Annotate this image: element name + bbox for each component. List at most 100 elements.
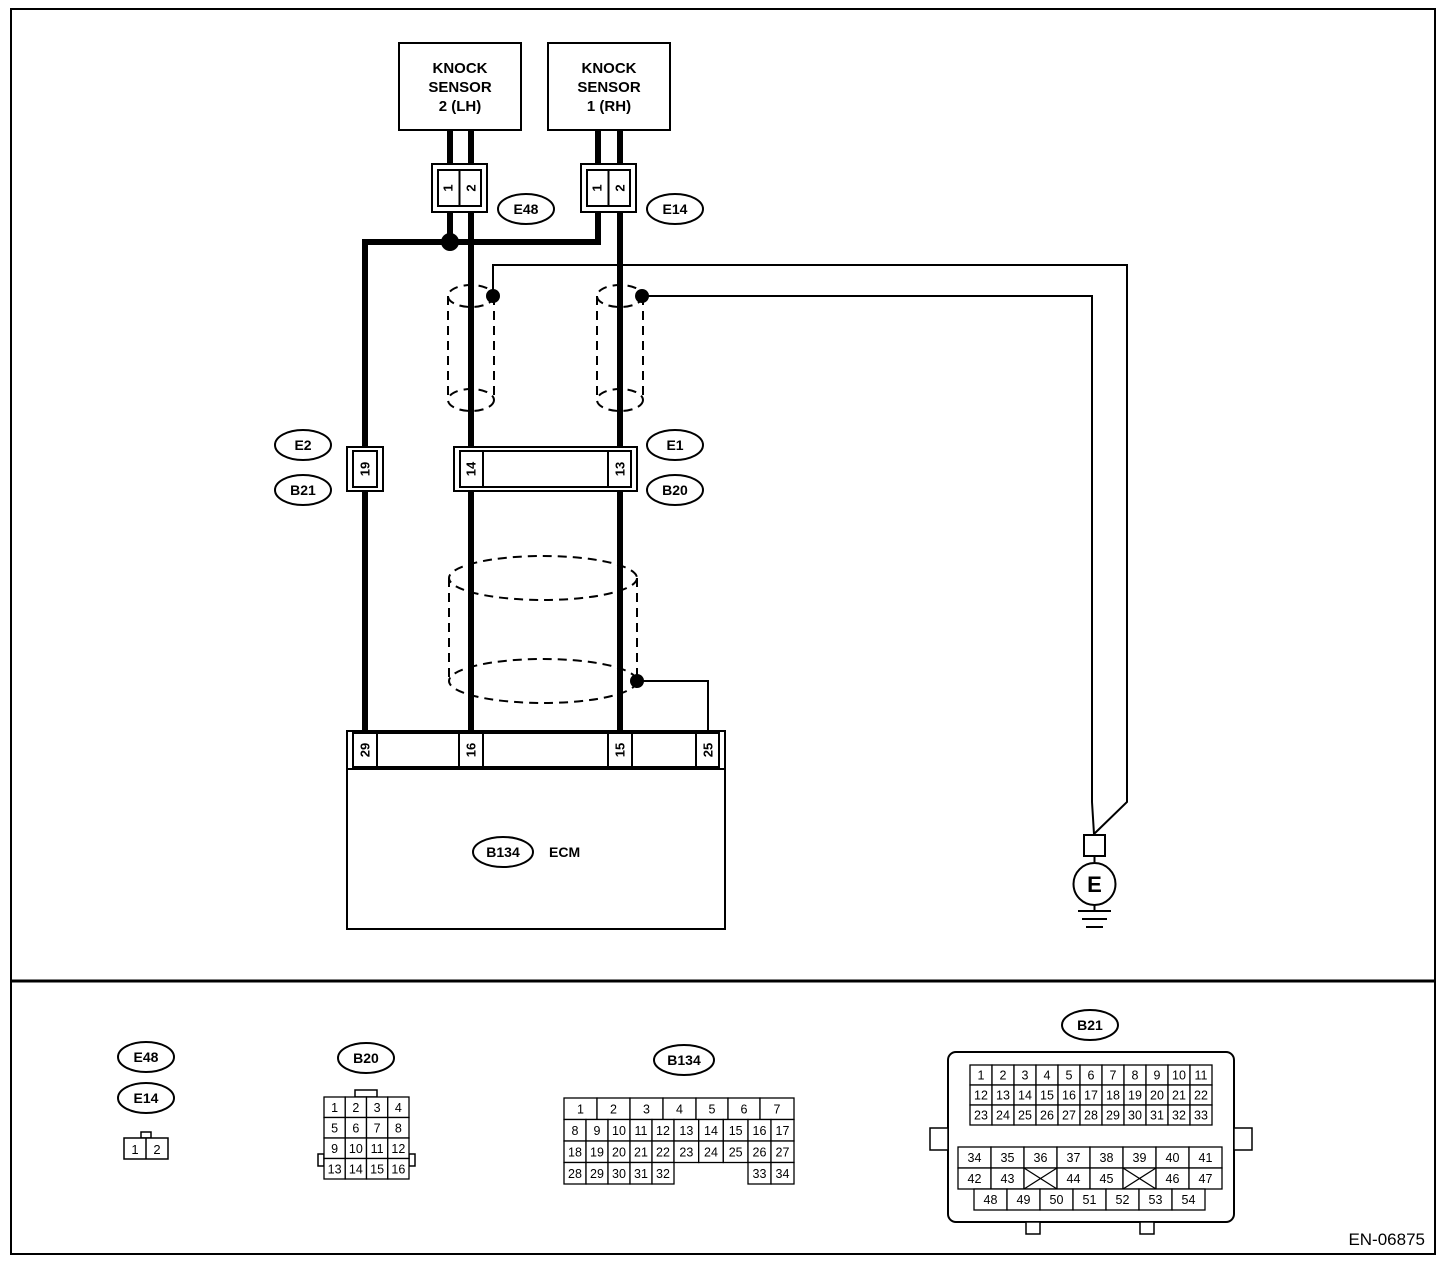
- b134-pin-5: 5: [709, 1102, 716, 1116]
- b21-pin-1: 1: [978, 1069, 985, 1083]
- b21-pin-12: 12: [974, 1089, 988, 1103]
- b21-pin-33-cell: [1189, 1104, 1213, 1126]
- b21-pin-33: 33: [1194, 1109, 1208, 1123]
- knock-sensor-2-line3: 2 (LH): [439, 98, 482, 115]
- tag-e1: E1: [646, 429, 704, 461]
- view-e48-label: E48: [134, 1049, 159, 1065]
- b20-pin-14: 14: [349, 1162, 363, 1176]
- b134-pin-33: 33: [753, 1167, 767, 1181]
- ground-symbol: E: [1072, 834, 1117, 928]
- b21-pin-44: 44: [1067, 1172, 1081, 1186]
- b21-pin-19: 19: [1128, 1089, 1142, 1103]
- b134-pin-25: 25: [729, 1145, 743, 1159]
- b134-pin-17: 17: [776, 1124, 790, 1138]
- view-b20-label: B20: [353, 1050, 379, 1066]
- b20-pin-9: 9: [331, 1142, 338, 1156]
- signal-wires: [362, 212, 623, 733]
- b21-pin-18: 18: [1106, 1089, 1120, 1103]
- connector-e48: 1 2: [431, 163, 488, 213]
- knock-sensor-1-line3: 1 (RH): [587, 98, 631, 115]
- b134-pin-7: 7: [774, 1102, 781, 1116]
- b21-pin-45: 45: [1100, 1172, 1114, 1186]
- connector-e2-b21: 19: [346, 446, 384, 492]
- tag-b134-ecm: [472, 836, 534, 868]
- view-e48-pin-2: 2: [153, 1142, 160, 1157]
- ecm-unit: 29 16 15 25 B134 ECM: [346, 730, 726, 930]
- b21-pin-36: 36: [1034, 1151, 1048, 1165]
- svg-text:B20: B20: [662, 482, 688, 498]
- tag-b134-ecm-text: B134: [486, 844, 520, 860]
- b134-pin-1: 1: [577, 1102, 584, 1116]
- b134-pin-6: 6: [741, 1102, 748, 1116]
- view-e48-pin-1: 1: [131, 1142, 138, 1157]
- e14-pin-2: 2: [613, 184, 628, 191]
- b21-pin-53: 53: [1149, 1193, 1163, 1207]
- b21-pin-6: 6: [1088, 1069, 1095, 1083]
- b134-pin-27: 27: [776, 1145, 790, 1159]
- e14-pin-1: 1: [590, 184, 605, 191]
- b21-pin-11: 11: [1195, 1069, 1208, 1083]
- b21-pin-35: 35: [1001, 1151, 1015, 1165]
- b21-pin-5: 5: [1066, 1069, 1073, 1083]
- knock-sensor-2-lh: KNOCK SENSOR 2 (LH): [398, 42, 522, 131]
- b21-pin-10: 10: [1172, 1069, 1186, 1083]
- b21-pin-7: 7: [1110, 1069, 1117, 1083]
- e1-b20-pin-14: 14: [464, 461, 479, 476]
- b134-pin-3: 3: [643, 1102, 650, 1116]
- b20-pin-15: 15: [370, 1162, 384, 1176]
- b20-pin-16: 16: [391, 1162, 405, 1176]
- b21-pin-2: 2: [1000, 1069, 1007, 1083]
- view-e14-label: E14: [134, 1090, 159, 1106]
- shield-ground-wires: [492, 264, 1128, 835]
- ecm-pin-16: 16: [464, 743, 479, 757]
- b134-pin-24: 24: [704, 1145, 718, 1159]
- b21-pin-29: 29: [1106, 1109, 1120, 1123]
- b21-pin-14: 14: [1018, 1089, 1032, 1103]
- knock-sensor-1-line1: KNOCK: [582, 60, 637, 77]
- shield-drain-dot-rh: [635, 289, 649, 303]
- splice-dot: [441, 233, 459, 251]
- e48-pin-1: 1: [441, 184, 456, 191]
- b134-pin-29: 29: [590, 1167, 604, 1181]
- b134-pin-28: 28: [568, 1167, 582, 1181]
- knock-sensor-2-line1: KNOCK: [433, 60, 488, 77]
- b20-pin-3: 3: [374, 1101, 381, 1115]
- b21-pin-41: 41: [1199, 1151, 1213, 1165]
- b134-pin-34-cell: [770, 1161, 795, 1185]
- b21-pin-34: 34: [968, 1151, 982, 1165]
- b21-pin-48: 48: [984, 1193, 998, 1207]
- b20-pin-13: 13: [328, 1162, 342, 1176]
- b134-pin-30: 30: [612, 1167, 626, 1181]
- tag-b20: B20: [646, 474, 704, 506]
- svg-text:E2: E2: [294, 437, 311, 453]
- b21-pin-42: 42: [968, 1172, 982, 1186]
- b134-pin-13: 13: [679, 1124, 693, 1138]
- b21-pin-37: 37: [1067, 1151, 1081, 1165]
- b21-pin-17: 17: [1084, 1089, 1098, 1103]
- b134-pin-15: 15: [729, 1124, 743, 1138]
- b134-pin-34: 34: [776, 1167, 790, 1181]
- b20-pin-16-cell: [387, 1157, 410, 1180]
- b21-pin-9: 9: [1154, 1069, 1161, 1083]
- view-b134-label: B134: [667, 1052, 701, 1068]
- b21-pin-16: 16: [1062, 1089, 1076, 1103]
- shield-drain-dot-lh: [486, 289, 500, 303]
- b20-pin-2: 2: [352, 1101, 359, 1115]
- b134-pin-22: 22: [656, 1145, 670, 1159]
- b21-pin-50: 50: [1050, 1193, 1064, 1207]
- b21-pin-47: 47: [1199, 1172, 1213, 1186]
- b134-pin-9: 9: [594, 1124, 601, 1138]
- b20-pin-8: 8: [395, 1121, 402, 1135]
- b134-pin-26: 26: [753, 1145, 767, 1159]
- b21-pin-52: 52: [1116, 1193, 1130, 1207]
- ecm-pin-15: 15: [613, 743, 628, 757]
- tag-e48: E48: [497, 193, 555, 225]
- b20-pin-11: 11: [371, 1142, 384, 1156]
- shield-ecm: [448, 555, 638, 704]
- tag-e14: E14: [646, 193, 704, 225]
- b21-pin-25: 25: [1018, 1109, 1032, 1123]
